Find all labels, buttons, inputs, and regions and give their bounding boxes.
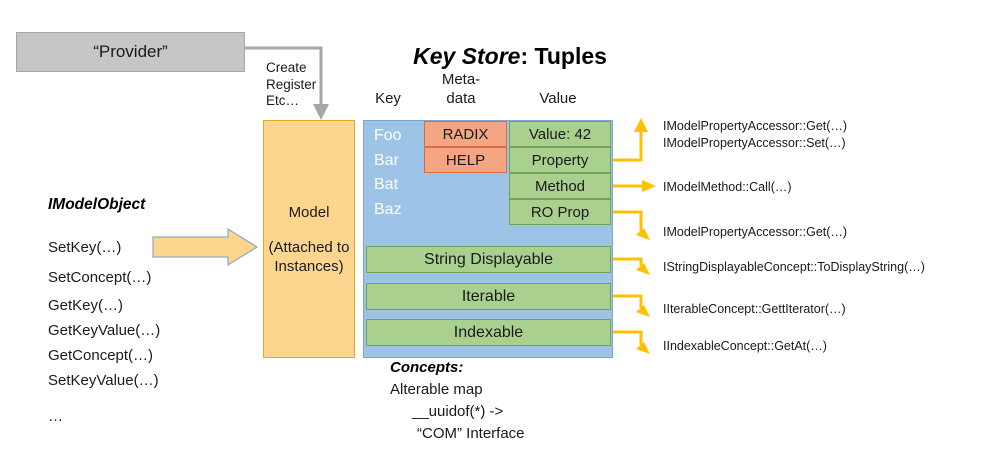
value-chip-value42[interactable]: Value: 42 [509, 121, 611, 147]
metadata-chip-help[interactable]: HELP [424, 147, 507, 173]
model-sublabel: (Attached to Instances) [268, 238, 350, 275]
concepts-title: Concepts: [390, 359, 464, 376]
create-register-connector-arrow [245, 46, 329, 120]
annotation-string-displayable-concept: IStringDisplayableConcept::ToDisplayStri… [663, 260, 925, 274]
flow-arrow-icon [152, 228, 258, 266]
concept-bar-string-displayable[interactable]: String Displayable [366, 246, 611, 273]
title-rest: : Tuples [520, 43, 607, 69]
model-box[interactable]: Model (Attached to Instances) [263, 120, 355, 358]
annotation-model-method-call: IModelMethod::Call(…) [663, 180, 792, 194]
concept-bar-iterable[interactable]: Iterable [366, 283, 611, 310]
value-chip-method[interactable]: Method [509, 173, 611, 199]
column-header-key: Key [375, 90, 401, 107]
value-chip-property[interactable]: Property [509, 147, 611, 173]
key-list: Foo Bar Bat Baz [374, 127, 402, 218]
concepts-line-3: “COM” Interface [417, 425, 525, 442]
provider-label: “Provider” [93, 42, 168, 61]
metadata-chip-radix[interactable]: RADIX [424, 121, 507, 147]
create-register-label: Create Register Etc… [266, 60, 317, 108]
annotation-property-accessor-get-set: IModelPropertyAccessor::Get(…) IModelPro… [663, 119, 848, 150]
column-header-metadata: Meta- data [441, 71, 481, 107]
concepts-line-1: Alterable map [390, 381, 483, 398]
imodelobject-methods-setters: SetKey(…) SetConcept(…) [48, 239, 152, 286]
concepts-line-2: __uuidof(*) -> [412, 403, 504, 420]
value-chip-ro-prop[interactable]: RO Prop [509, 199, 611, 225]
column-header-value: Value [539, 90, 577, 107]
imodelobject-ellipsis: … [48, 408, 63, 425]
imodelobject-methods-getters: GetKey(…) GetKeyValue(…) GetConcept(…) S… [48, 297, 161, 389]
annotation-iterable-concept: IIterableConcept::GettIterator(…) [663, 302, 846, 316]
annotation-indexable-concept: IIndexableConcept::GetAt(…) [663, 339, 827, 353]
page-title: Key Store: Tuples [360, 43, 660, 70]
provider-box[interactable]: “Provider” [16, 32, 245, 72]
title-emphasis: Key Store [413, 43, 521, 69]
model-label: Model [288, 203, 330, 221]
annotation-property-accessor-get: IModelPropertyAccessor::Get(…) [663, 225, 848, 239]
concept-bar-indexable[interactable]: Indexable [366, 319, 611, 346]
imodelobject-title: IModelObject [48, 196, 146, 213]
